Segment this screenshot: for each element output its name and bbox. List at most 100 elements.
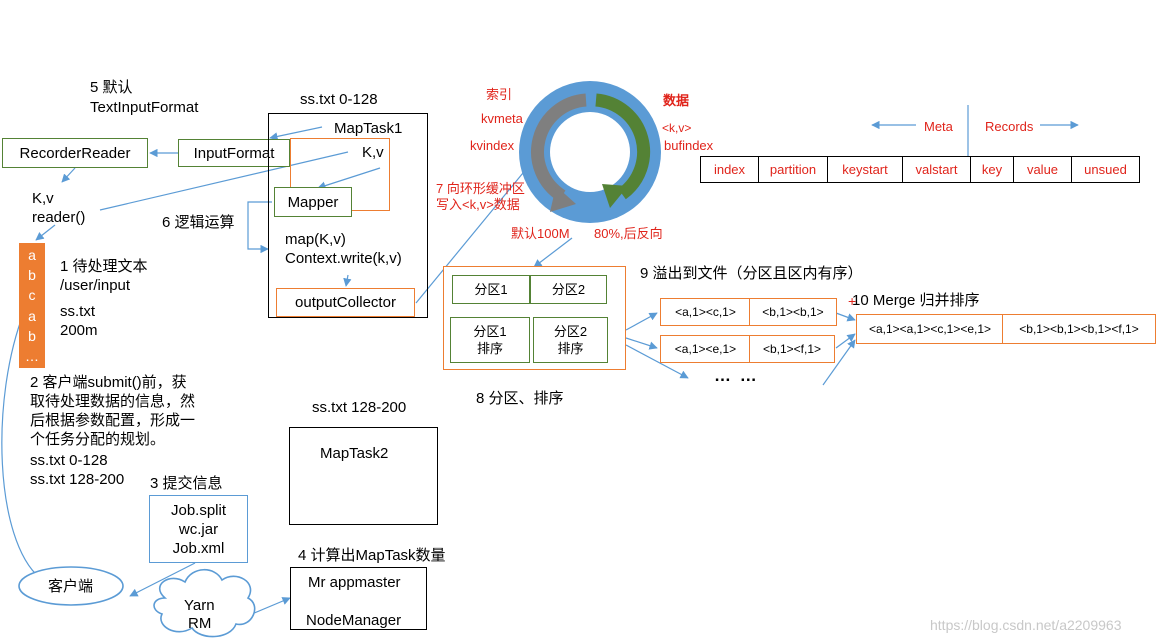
- kvmeta-label: kvmeta: [481, 111, 523, 126]
- recorder-reader-box: RecorderReader: [2, 138, 148, 168]
- file-char: c: [28, 287, 36, 304]
- ss-range2-label: ss.txt 128-200: [312, 399, 407, 416]
- file-name-label: ss.txt: [60, 303, 96, 320]
- meta-label: Meta: [924, 119, 953, 134]
- records-label: Records: [985, 119, 1034, 134]
- arrow-partition-spill3: [625, 344, 689, 379]
- split2-label: ss.txt 128-200: [30, 471, 125, 488]
- step5-format-label: TextInputFormat: [90, 99, 199, 116]
- partition2-box: 分区2: [530, 275, 607, 304]
- step7-line2: 写入<k,v>数据: [436, 197, 520, 212]
- maptask1-label: MapTask1: [334, 120, 403, 137]
- input-file-block: a b c a b …: [19, 243, 45, 368]
- step2-line: 取待处理数据的信息，然: [30, 393, 196, 410]
- step2-line: 个任务分配的规划。: [30, 431, 166, 448]
- line-kv-back: [99, 151, 349, 211]
- output-collector-box: outputCollector: [276, 288, 415, 317]
- buffer-cell-valstart: valstart: [903, 157, 971, 182]
- bracket-logic: [247, 201, 272, 254]
- file-size-label: 200m: [60, 322, 98, 339]
- arrow-spill-merge1: [835, 312, 856, 322]
- step8-label: 8 分区、排序: [476, 390, 564, 407]
- step9-label: 9 溢出到文件（分区且区内有序）: [640, 265, 863, 282]
- job-split-file: Job.split: [170, 501, 227, 519]
- step4-label: 4 计算出MapTask数量: [298, 547, 446, 564]
- curve-file-client: [1, 311, 41, 579]
- client-ellipse-shape: [18, 566, 124, 606]
- step2-line: 2 客户端submit()前，获: [30, 374, 187, 391]
- partition2-sorted-box: 分区2 排序: [533, 317, 608, 363]
- file-char: a: [28, 307, 36, 324]
- arrow-yarn-appmaster: [251, 597, 291, 615]
- map-kv-label: map(K,v): [285, 231, 346, 248]
- job-xml-file: Job.xml: [172, 539, 225, 557]
- merged-part-a: <a,1><a,1><c,1><e,1>: [856, 314, 1004, 344]
- file-char: b: [28, 267, 36, 284]
- arrow-ring-partition: [533, 237, 573, 268]
- maptask2-frame: MapTask2: [289, 427, 438, 525]
- arrow-partition-spill1: [625, 312, 658, 331]
- maptask1-frame: [268, 113, 428, 318]
- kv-top-label: K,v: [362, 144, 384, 161]
- step3-label: 3 提交信息: [150, 475, 223, 492]
- ring-buffer: [519, 81, 661, 223]
- mr-appmaster-label: Mr appmaster: [308, 574, 401, 591]
- spill1-part-a: <a,1><c,1>: [660, 298, 751, 326]
- split1-label: ss.txt 0-128: [30, 452, 108, 469]
- arrow-spill-merge2: [835, 333, 856, 349]
- arrow-maptask-inputformat: [269, 126, 323, 141]
- buffer-cell-partition: partition: [759, 157, 828, 182]
- client-label: 客户端: [48, 578, 94, 595]
- buffer-cell-unsued: unsued: [1084, 162, 1127, 177]
- ss-range1-label: ss.txt 0-128: [300, 91, 378, 108]
- step1-label: 1 待处理文本: [60, 258, 148, 275]
- partition1-box: 分区1: [452, 275, 530, 304]
- kvindex-label: kvindex: [470, 138, 515, 153]
- job-files-box: Job.split wc.jar Job.xml: [149, 495, 248, 563]
- spill1-part-b: <b,1><b,1>: [749, 298, 837, 326]
- user-input-path: /user/input: [60, 277, 131, 294]
- step5-label: 5 默认: [90, 79, 133, 96]
- arrow-write-collector: [343, 274, 352, 287]
- more-spills-ellipsis: … …: [714, 366, 759, 385]
- partition1-sorted-title: 分区1: [473, 324, 507, 339]
- mapper-box: Mapper: [274, 187, 352, 217]
- yarn-label: Yarn: [184, 597, 215, 614]
- arrow-spill-merge3: [822, 339, 856, 386]
- kv-pair-label: <k,v>: [662, 121, 692, 135]
- arrow-reader-kv: [61, 167, 76, 183]
- context-write-label: Context.write(k,v): [285, 250, 402, 267]
- buffer-layout-table: index partition keystart valstart key va…: [700, 156, 1140, 183]
- arrow-kv-mapper: [317, 167, 381, 190]
- reader-label: reader(): [32, 209, 86, 226]
- arrow-job-yarn: [129, 562, 196, 597]
- buffer-cell-value: value: [1014, 157, 1072, 182]
- spill2-part-a: <a,1><e,1>: [660, 335, 751, 363]
- step2-line: 后根据参数配置，形成一: [30, 412, 196, 429]
- watermark: https://blog.csdn.net/a2209963: [930, 617, 1122, 633]
- partition1-sorted-sub: 排序: [476, 341, 503, 356]
- kv-left-label: K,v: [32, 190, 54, 207]
- data-label: 数据: [663, 93, 690, 108]
- buffer-cell-keystart: keystart: [828, 157, 903, 182]
- pct80-label: 80%,后反向: [594, 226, 663, 241]
- step7-line1: 7 向环形缓冲区: [436, 181, 525, 196]
- arrow-collector-ring: [415, 161, 533, 304]
- step6-label: 6 逻辑运算: [162, 214, 235, 231]
- partition2-sorted-title: 分区2: [553, 324, 588, 339]
- svg-text:+: +: [848, 293, 856, 309]
- rm-label: RM: [188, 615, 212, 632]
- buffer-cell-index: index: [701, 157, 759, 182]
- input-format-box: InputFormat: [178, 139, 290, 167]
- arrow-partition-spill2: [625, 337, 658, 350]
- spill2-part-b: <b,1><f,1>: [749, 335, 835, 363]
- default-100m-label: 默认100M: [511, 226, 570, 241]
- arrow-reader-file: [35, 224, 56, 241]
- yarn-cloud-shape: [153, 568, 256, 638]
- partition2-sorted-sub: 排序: [557, 341, 584, 356]
- partition1-sorted-box: 分区1 排序: [450, 317, 530, 363]
- bufindex-label: bufindex: [664, 138, 714, 153]
- appmaster-box: Mr appmaster NodeManager: [290, 567, 427, 630]
- index-label: 索引: [486, 87, 513, 102]
